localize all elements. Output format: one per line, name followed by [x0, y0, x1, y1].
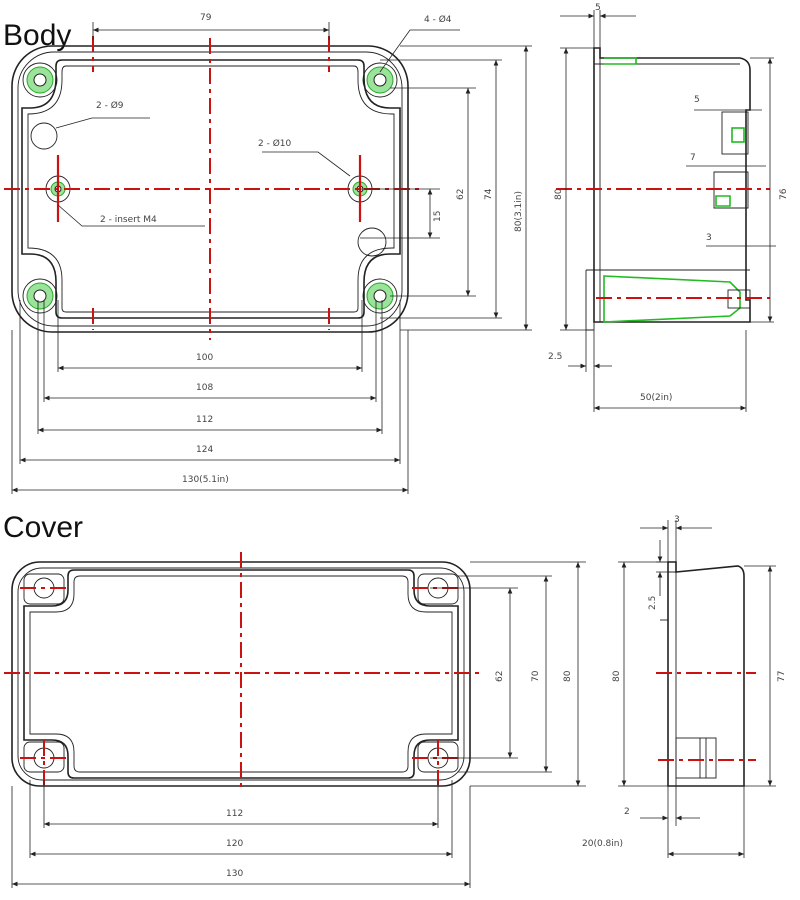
label-insert-m4: 2 - insert M4	[100, 215, 157, 225]
body-top-view: 79 4 - Ø4 2 - Ø9 2 - Ø10 2 - insert M4 1…	[4, 13, 532, 494]
cover-dim-3: 3	[674, 515, 680, 525]
dim-5-top: 5	[595, 3, 601, 13]
dim-112-body: 112	[196, 415, 213, 425]
cover-dim-77: 77	[777, 671, 787, 682]
dim-2-5-body: 2.5	[548, 352, 562, 362]
corner-hole-tl	[22, 62, 58, 98]
body-title: Body	[3, 19, 71, 52]
cover-top-view: 62 70 80 112 120 130	[4, 552, 586, 888]
dim-80-body: 80(3.1in)	[514, 191, 524, 232]
cover-dim-112: 112	[226, 809, 243, 819]
dim-7: 7	[690, 153, 696, 163]
cover-side-dim-80: 80	[612, 670, 622, 682]
dim-100: 100	[196, 353, 213, 363]
cover-dim-62: 62	[495, 671, 505, 682]
cover-dim-130: 130	[226, 869, 243, 879]
dim-80-side: 80	[554, 188, 564, 200]
cover-dim-2-5: 2.5	[648, 596, 658, 610]
label-2-hole-9: 2 - Ø9	[96, 100, 124, 111]
body-side-view: 5 5 7 3 80 76 2.5 50(2in)	[548, 3, 789, 412]
cover-side-view: 3 2.5 80 77 2 20(0.8in)	[582, 515, 787, 858]
dim-108: 108	[196, 383, 213, 393]
label-4-hole: 4 - Ø4	[424, 14, 452, 25]
dim-15: 15	[433, 211, 443, 222]
dim-124: 124	[196, 445, 213, 455]
corner-hole-br	[362, 278, 398, 314]
cover-dim-20: 20(0.8in)	[582, 839, 623, 849]
hole-9-left	[30, 122, 58, 150]
cover-dim-120: 120	[226, 839, 243, 849]
corner-hole-tr	[362, 62, 398, 98]
dim-62: 62	[456, 189, 466, 200]
dim-50: 50(2in)	[640, 393, 672, 403]
cover-dim-2: 2	[624, 807, 630, 817]
dim-3: 3	[706, 233, 712, 243]
cover-dim-70: 70	[531, 670, 541, 682]
dim-74: 74	[484, 188, 494, 200]
corner-hole-bl	[22, 278, 58, 314]
cover-title: Cover	[3, 511, 83, 544]
cover-dim-80: 80	[563, 670, 573, 682]
hole-9-right	[357, 227, 387, 257]
dim-79: 79	[200, 13, 212, 23]
dim-5-clip: 5	[694, 95, 700, 105]
dim-130-body: 130(5.1in)	[182, 475, 229, 485]
dim-76: 76	[779, 188, 789, 200]
label-2-hole-10: 2 - Ø10	[258, 138, 292, 149]
